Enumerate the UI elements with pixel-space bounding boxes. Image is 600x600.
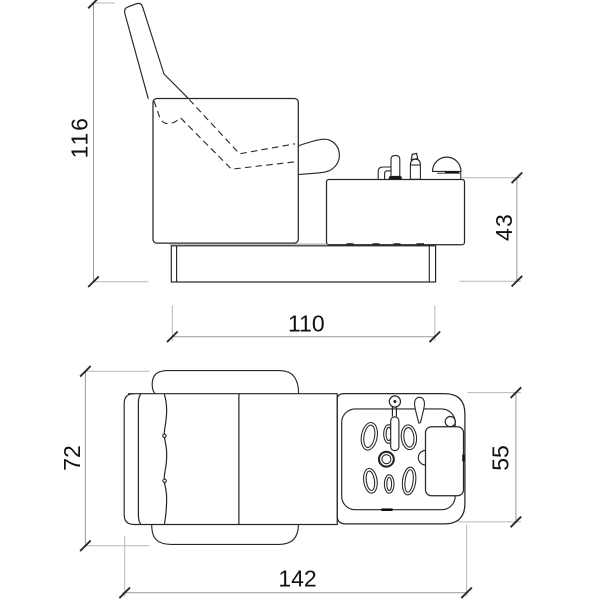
svg-text:43: 43 (491, 213, 517, 241)
svg-text:72: 72 (59, 445, 85, 471)
svg-text:116: 116 (67, 116, 93, 158)
svg-text:55: 55 (488, 445, 514, 471)
svg-text:110: 110 (288, 310, 325, 336)
svg-text:142: 142 (278, 565, 316, 591)
